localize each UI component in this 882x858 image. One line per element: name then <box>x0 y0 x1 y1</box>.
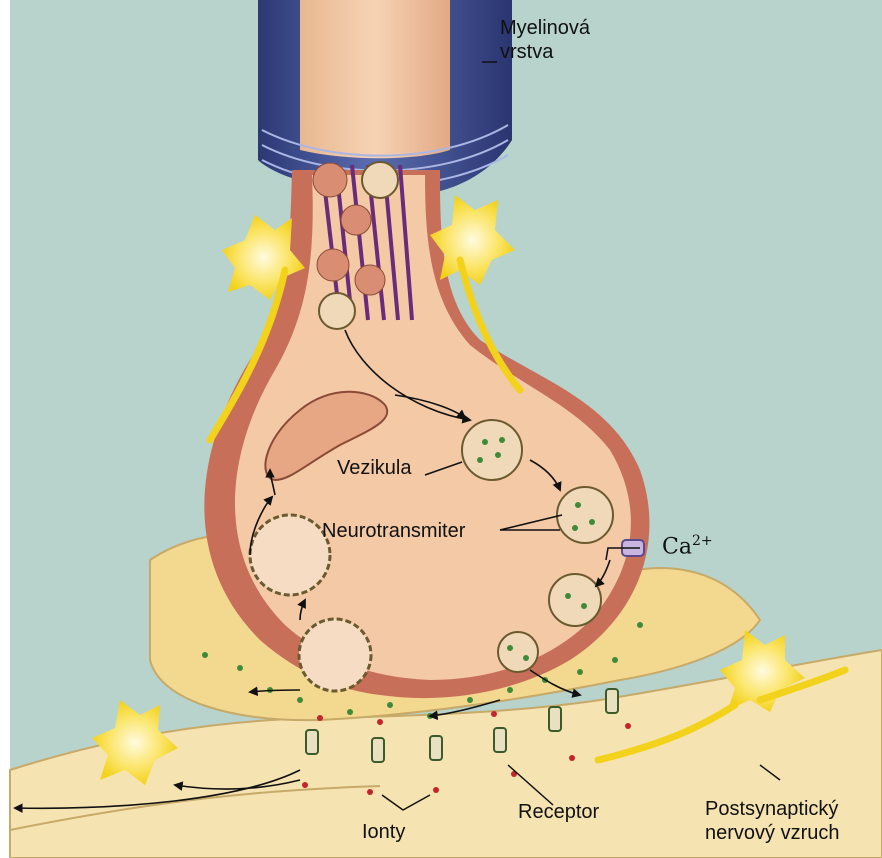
calcium-symbol: Ca <box>662 534 692 559</box>
receptor-label: Receptor <box>518 800 599 824</box>
ions-label: Ionty <box>362 820 405 844</box>
myelin-label-line2: vrstva <box>500 40 590 64</box>
calcium-label: Ca2+ <box>662 533 713 559</box>
postsynaptic-label-line2: nervový vzruch <box>705 821 840 845</box>
postsynaptic-label: Postsynaptický nervový vzruch <box>705 797 840 845</box>
neurotransmitter-label: Neurotransmiter <box>322 519 465 543</box>
myelin-label-line1: Myelinová <box>500 16 590 40</box>
myelin-label: Myelinová vrstva <box>500 16 590 64</box>
calcium-charge: 2+ <box>692 533 713 549</box>
postsynaptic-label-line1: Postsynaptický <box>705 797 840 821</box>
vesicle-label: Vezikula <box>337 456 412 480</box>
